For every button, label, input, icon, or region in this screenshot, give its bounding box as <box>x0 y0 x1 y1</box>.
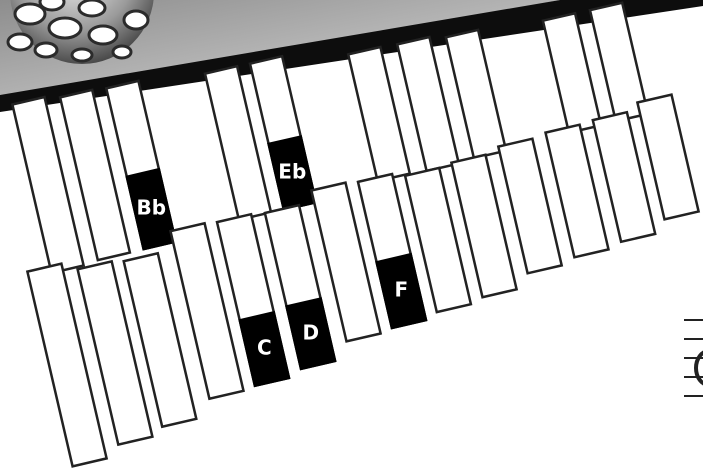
bar-body <box>446 30 506 158</box>
bar-note-label: C <box>257 336 272 360</box>
bar-note-label: F <box>394 278 408 302</box>
bar-body <box>543 13 601 132</box>
bar-note-label: Bb <box>137 196 167 220</box>
bar-note-label: Eb <box>278 160 306 184</box>
xylophone-bar[interactable] <box>543 13 601 132</box>
bar-note-label: D <box>302 320 319 344</box>
xylophone-bar[interactable] <box>446 30 506 158</box>
bar-body <box>348 47 410 181</box>
staff-graphic <box>684 320 703 396</box>
xylophone-bar[interactable] <box>348 47 410 181</box>
